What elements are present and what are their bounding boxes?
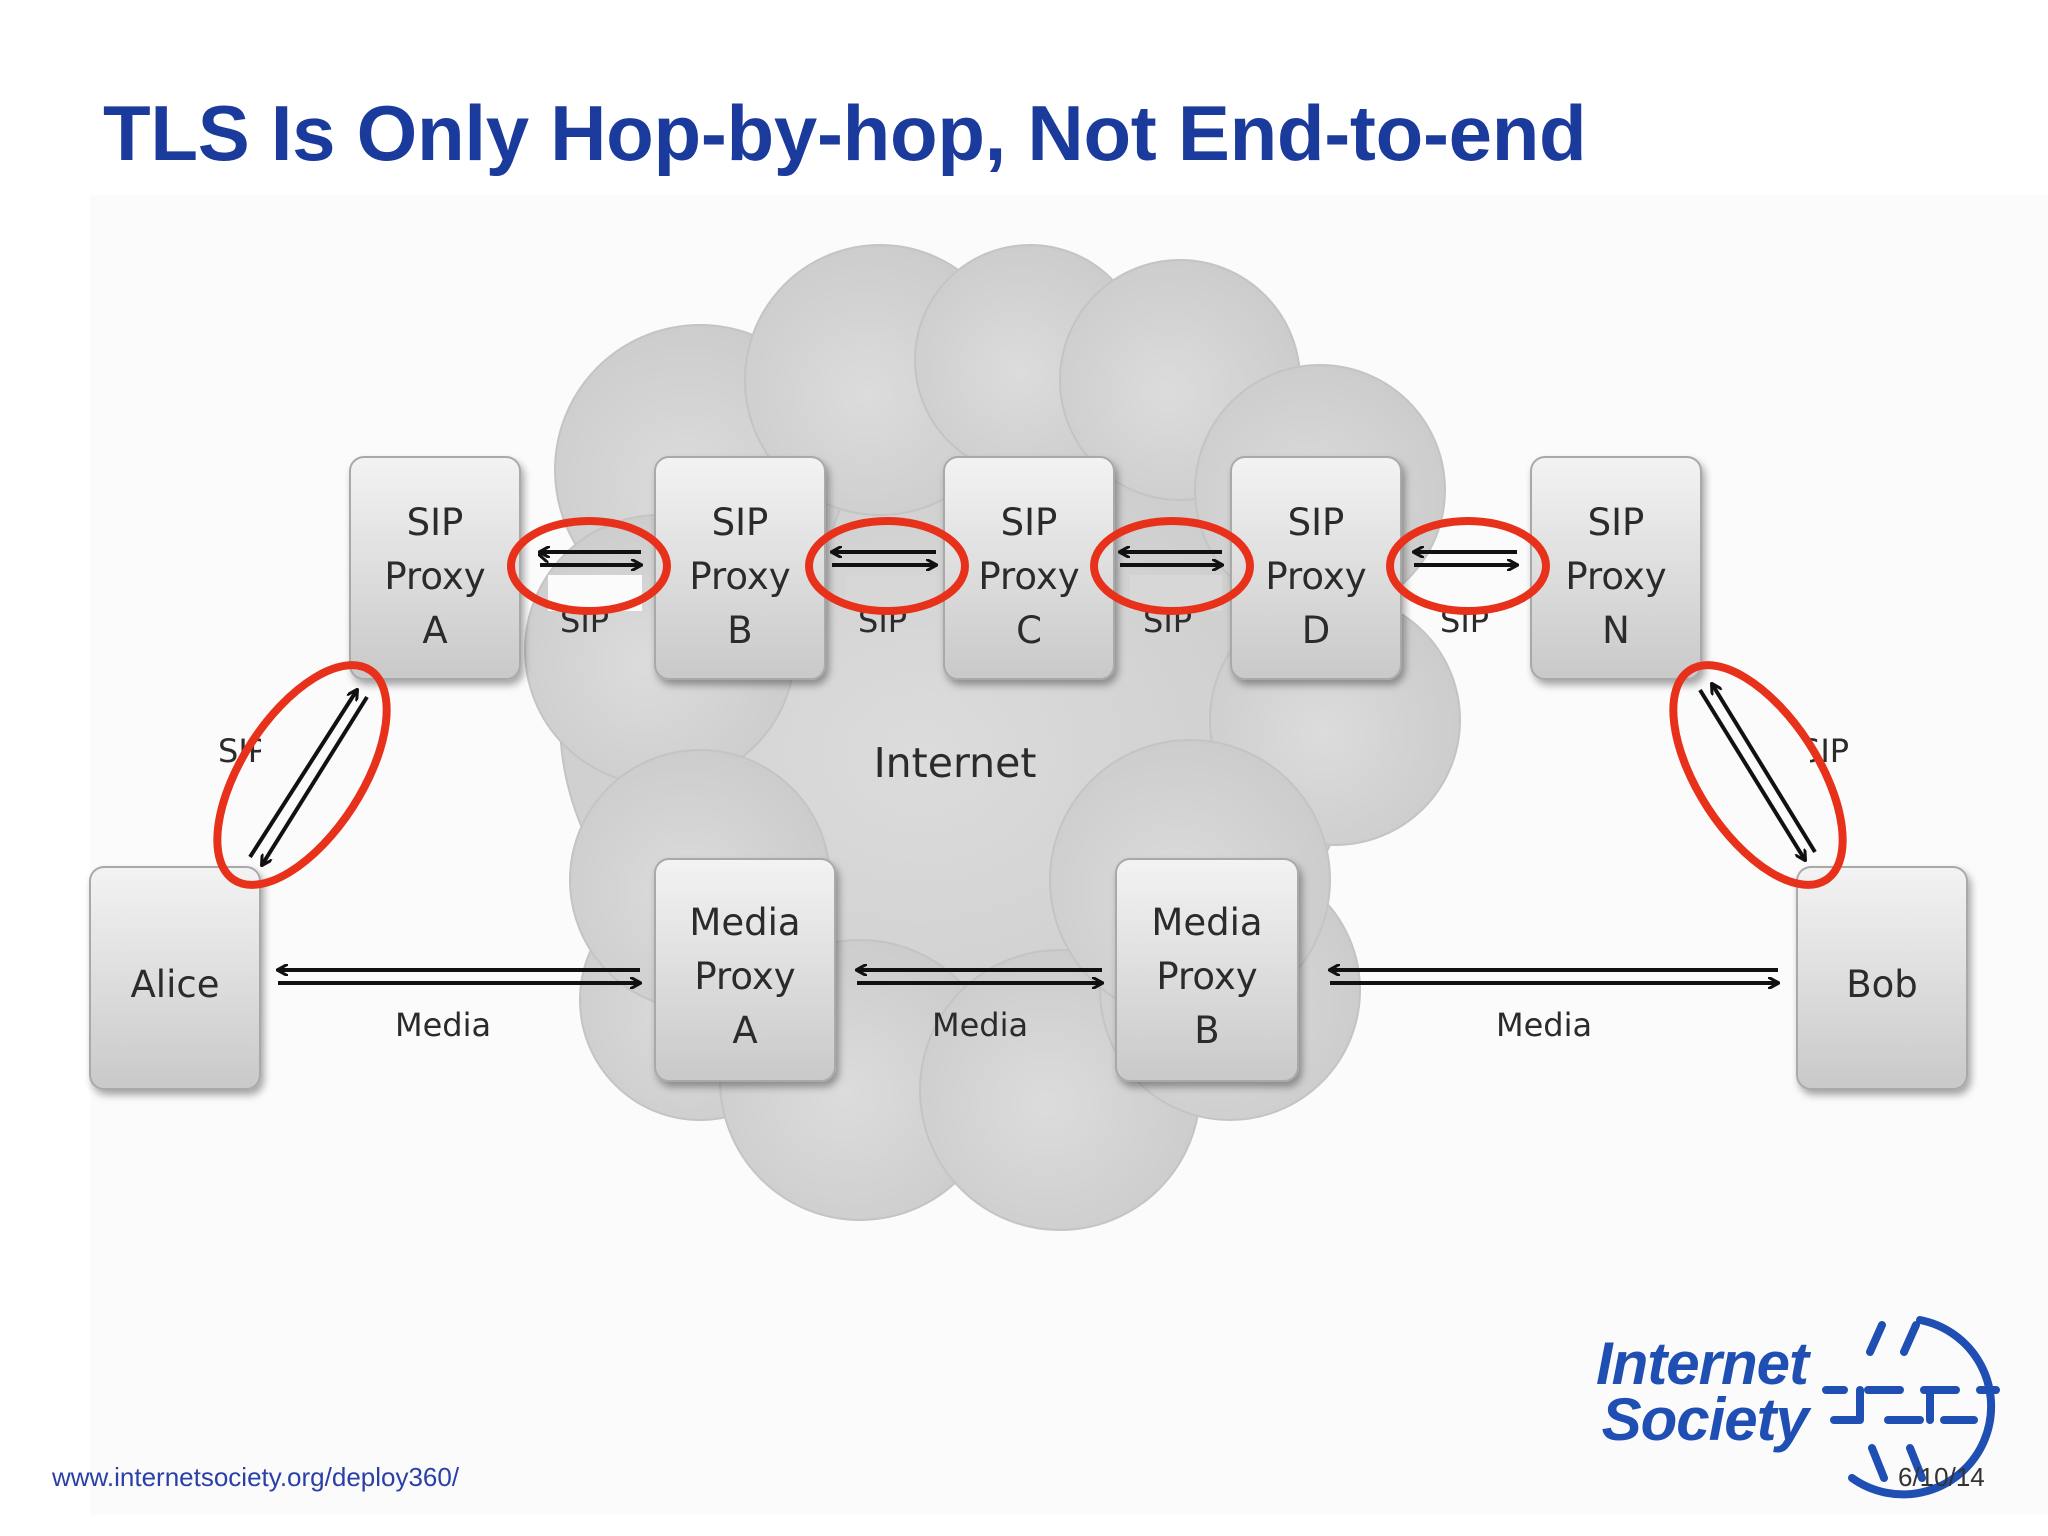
internet-society-emblem-icon — [1822, 1316, 2000, 1499]
footer-url: www.internetsociety.org/deploy360/ — [52, 1462, 460, 1492]
sip-proxy-b-line2: Proxy — [689, 555, 790, 598]
media-label-2: Media — [932, 1006, 1028, 1044]
sip-label-alice-mask — [261, 734, 291, 770]
alice-label: Alice — [131, 963, 220, 1006]
sip-proxy-a-line1: SIP — [407, 501, 464, 544]
logo-line1: Internet — [1595, 1330, 1809, 1397]
sip-hop-arrows — [540, 552, 1517, 578]
sip-proxy-n-line2: Proxy — [1565, 555, 1666, 598]
sip-proxy-d-line2: Proxy — [1265, 555, 1366, 598]
media-proxy-a-line2: Proxy — [694, 955, 795, 998]
sip-proxy-d-line3: D — [1302, 609, 1331, 652]
highlight-b-c — [805, 517, 969, 615]
logo-line2: Society — [1601, 1386, 1809, 1453]
media-label-3: Media — [1496, 1006, 1592, 1044]
media-proxy-a: Media Proxy A — [654, 858, 836, 1082]
sip-proxy-c-line1: SIP — [1001, 501, 1058, 544]
sip-proxy-a: SIP Proxy A — [349, 456, 521, 680]
sip-proxy-b: SIP Proxy B — [654, 456, 826, 680]
sip-arrow-alice-proxy-a — [248, 690, 357, 859]
alice-node: Alice — [89, 866, 261, 1090]
sip-arrow-bob-proxy-n — [1712, 684, 1817, 854]
bob-label: Bob — [1846, 963, 1918, 1006]
slide-title: TLS Is Only Hop-by-hop, Not End-to-end — [103, 89, 1587, 177]
sip-proxy-c-line3: C — [1016, 609, 1042, 652]
sip-proxy-b-line3: B — [727, 609, 752, 652]
bob-node: Bob — [1796, 866, 1968, 1090]
sip-proxy-a-line3: A — [422, 609, 447, 652]
highlight-c-d — [1090, 517, 1254, 615]
media-proxy-b-line1: Media — [1151, 901, 1262, 944]
highlight-alice-a — [213, 661, 391, 889]
internet-cloud — [524, 244, 1461, 1231]
sip-proxy-c: SIP Proxy C — [943, 456, 1115, 680]
sip-diagonal-arrows — [248, 684, 1817, 865]
sip-proxy-a-line2: Proxy — [384, 555, 485, 598]
highlight-d-n — [1386, 517, 1550, 615]
media-label-1: Media — [395, 1006, 491, 1044]
media-arrows — [278, 970, 1778, 983]
sip-proxy-d-line1: SIP — [1288, 501, 1345, 544]
media-proxy-a-line1: Media — [689, 901, 800, 944]
media-proxy-b: Media Proxy B — [1115, 858, 1299, 1082]
sip-arrow-proxy-a-alice — [262, 695, 369, 865]
highlight-n-bob — [1669, 661, 1847, 889]
highlight-a-b — [507, 517, 671, 615]
tls-hop-highlights — [213, 517, 1847, 889]
sip-proxy-n-line1: SIP — [1588, 501, 1645, 544]
sip-proxy-n-line3: N — [1602, 609, 1630, 652]
sip-arrow-proxy-n-bob — [1698, 688, 1805, 860]
sip-proxy-c-line2: Proxy — [978, 555, 1079, 598]
sip-proxy-d: SIP Proxy D — [1230, 456, 1402, 680]
media-proxy-b-line3: B — [1194, 1009, 1219, 1052]
sip-proxy-b-line1: SIP — [712, 501, 769, 544]
sip-proxy-n: SIP Proxy N — [1530, 456, 1702, 680]
internet-label: Internet — [874, 739, 1037, 787]
footer-date: 6/10/14 — [1898, 1462, 1985, 1492]
media-proxy-a-line3: A — [732, 1009, 757, 1052]
internet-society-logo: Internet Society — [1540, 1330, 1809, 1453]
media-proxy-b-line2: Proxy — [1156, 955, 1257, 998]
